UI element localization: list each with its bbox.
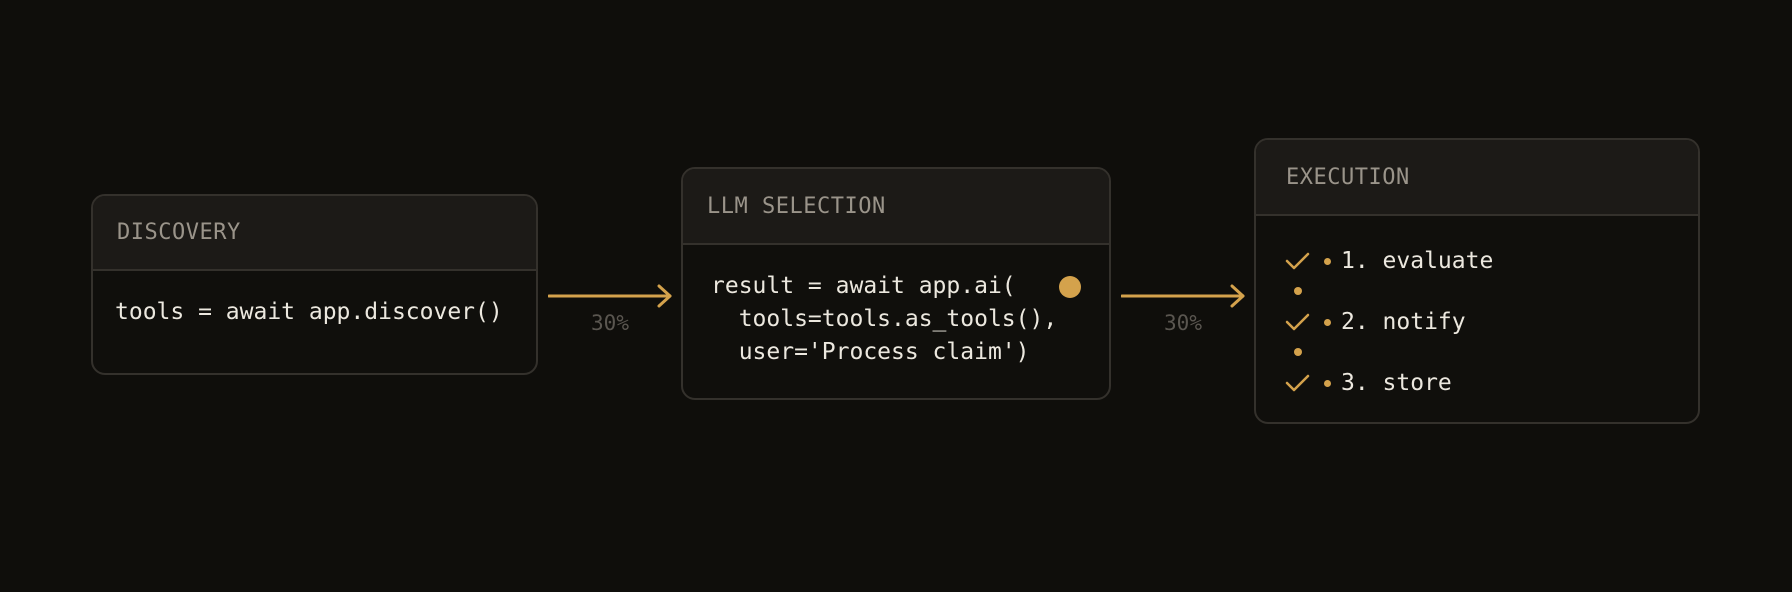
stage-card-execution: EXECUTION 1. evaluate 2. notify 3. store: [1254, 138, 1700, 424]
check-icon: [1285, 252, 1310, 270]
bullet-dot-icon: [1324, 379, 1331, 387]
active-status-dot-icon: [1059, 276, 1081, 298]
step-label: 2. notify: [1341, 309, 1466, 335]
code-line: tools = await app.discover(): [115, 299, 503, 325]
stage-title: DISCOVERY: [117, 220, 241, 245]
code-line: user='Process claim'): [711, 339, 1030, 365]
check-icon: [1285, 374, 1310, 392]
separator-dot-icon: [1294, 287, 1302, 295]
step-label: 1. evaluate: [1341, 248, 1494, 274]
stage-card-discovery: DISCOVERY tools = await app.discover(): [91, 194, 538, 375]
card-header: DISCOVERY: [93, 196, 536, 271]
step-item: 2. notify: [1284, 307, 1466, 337]
arrow-right-icon: [548, 284, 672, 308]
card-header: LLM SELECTION: [683, 169, 1109, 245]
step-label: 3. store: [1341, 370, 1452, 396]
code-line: result = await app.ai(: [711, 273, 1016, 299]
card-header: EXECUTION: [1256, 140, 1698, 216]
connector-label: 30%: [591, 311, 629, 335]
code-line: tools=tools.as_tools(),: [711, 306, 1058, 332]
separator-dot-icon: [1294, 348, 1302, 356]
step-item: 3. store: [1284, 368, 1452, 398]
check-icon: [1285, 313, 1310, 331]
stage-title: LLM SELECTION: [707, 193, 886, 219]
connector-label: 30%: [1164, 311, 1202, 335]
stage-title: EXECUTION: [1286, 164, 1410, 190]
arrow-right-icon: [1121, 284, 1245, 308]
bullet-dot-icon: [1324, 318, 1331, 326]
bullet-dot-icon: [1324, 257, 1331, 265]
stage-card-llm-selection: LLM SELECTION result = await app.ai( too…: [681, 167, 1111, 400]
step-item: 1. evaluate: [1284, 246, 1493, 276]
